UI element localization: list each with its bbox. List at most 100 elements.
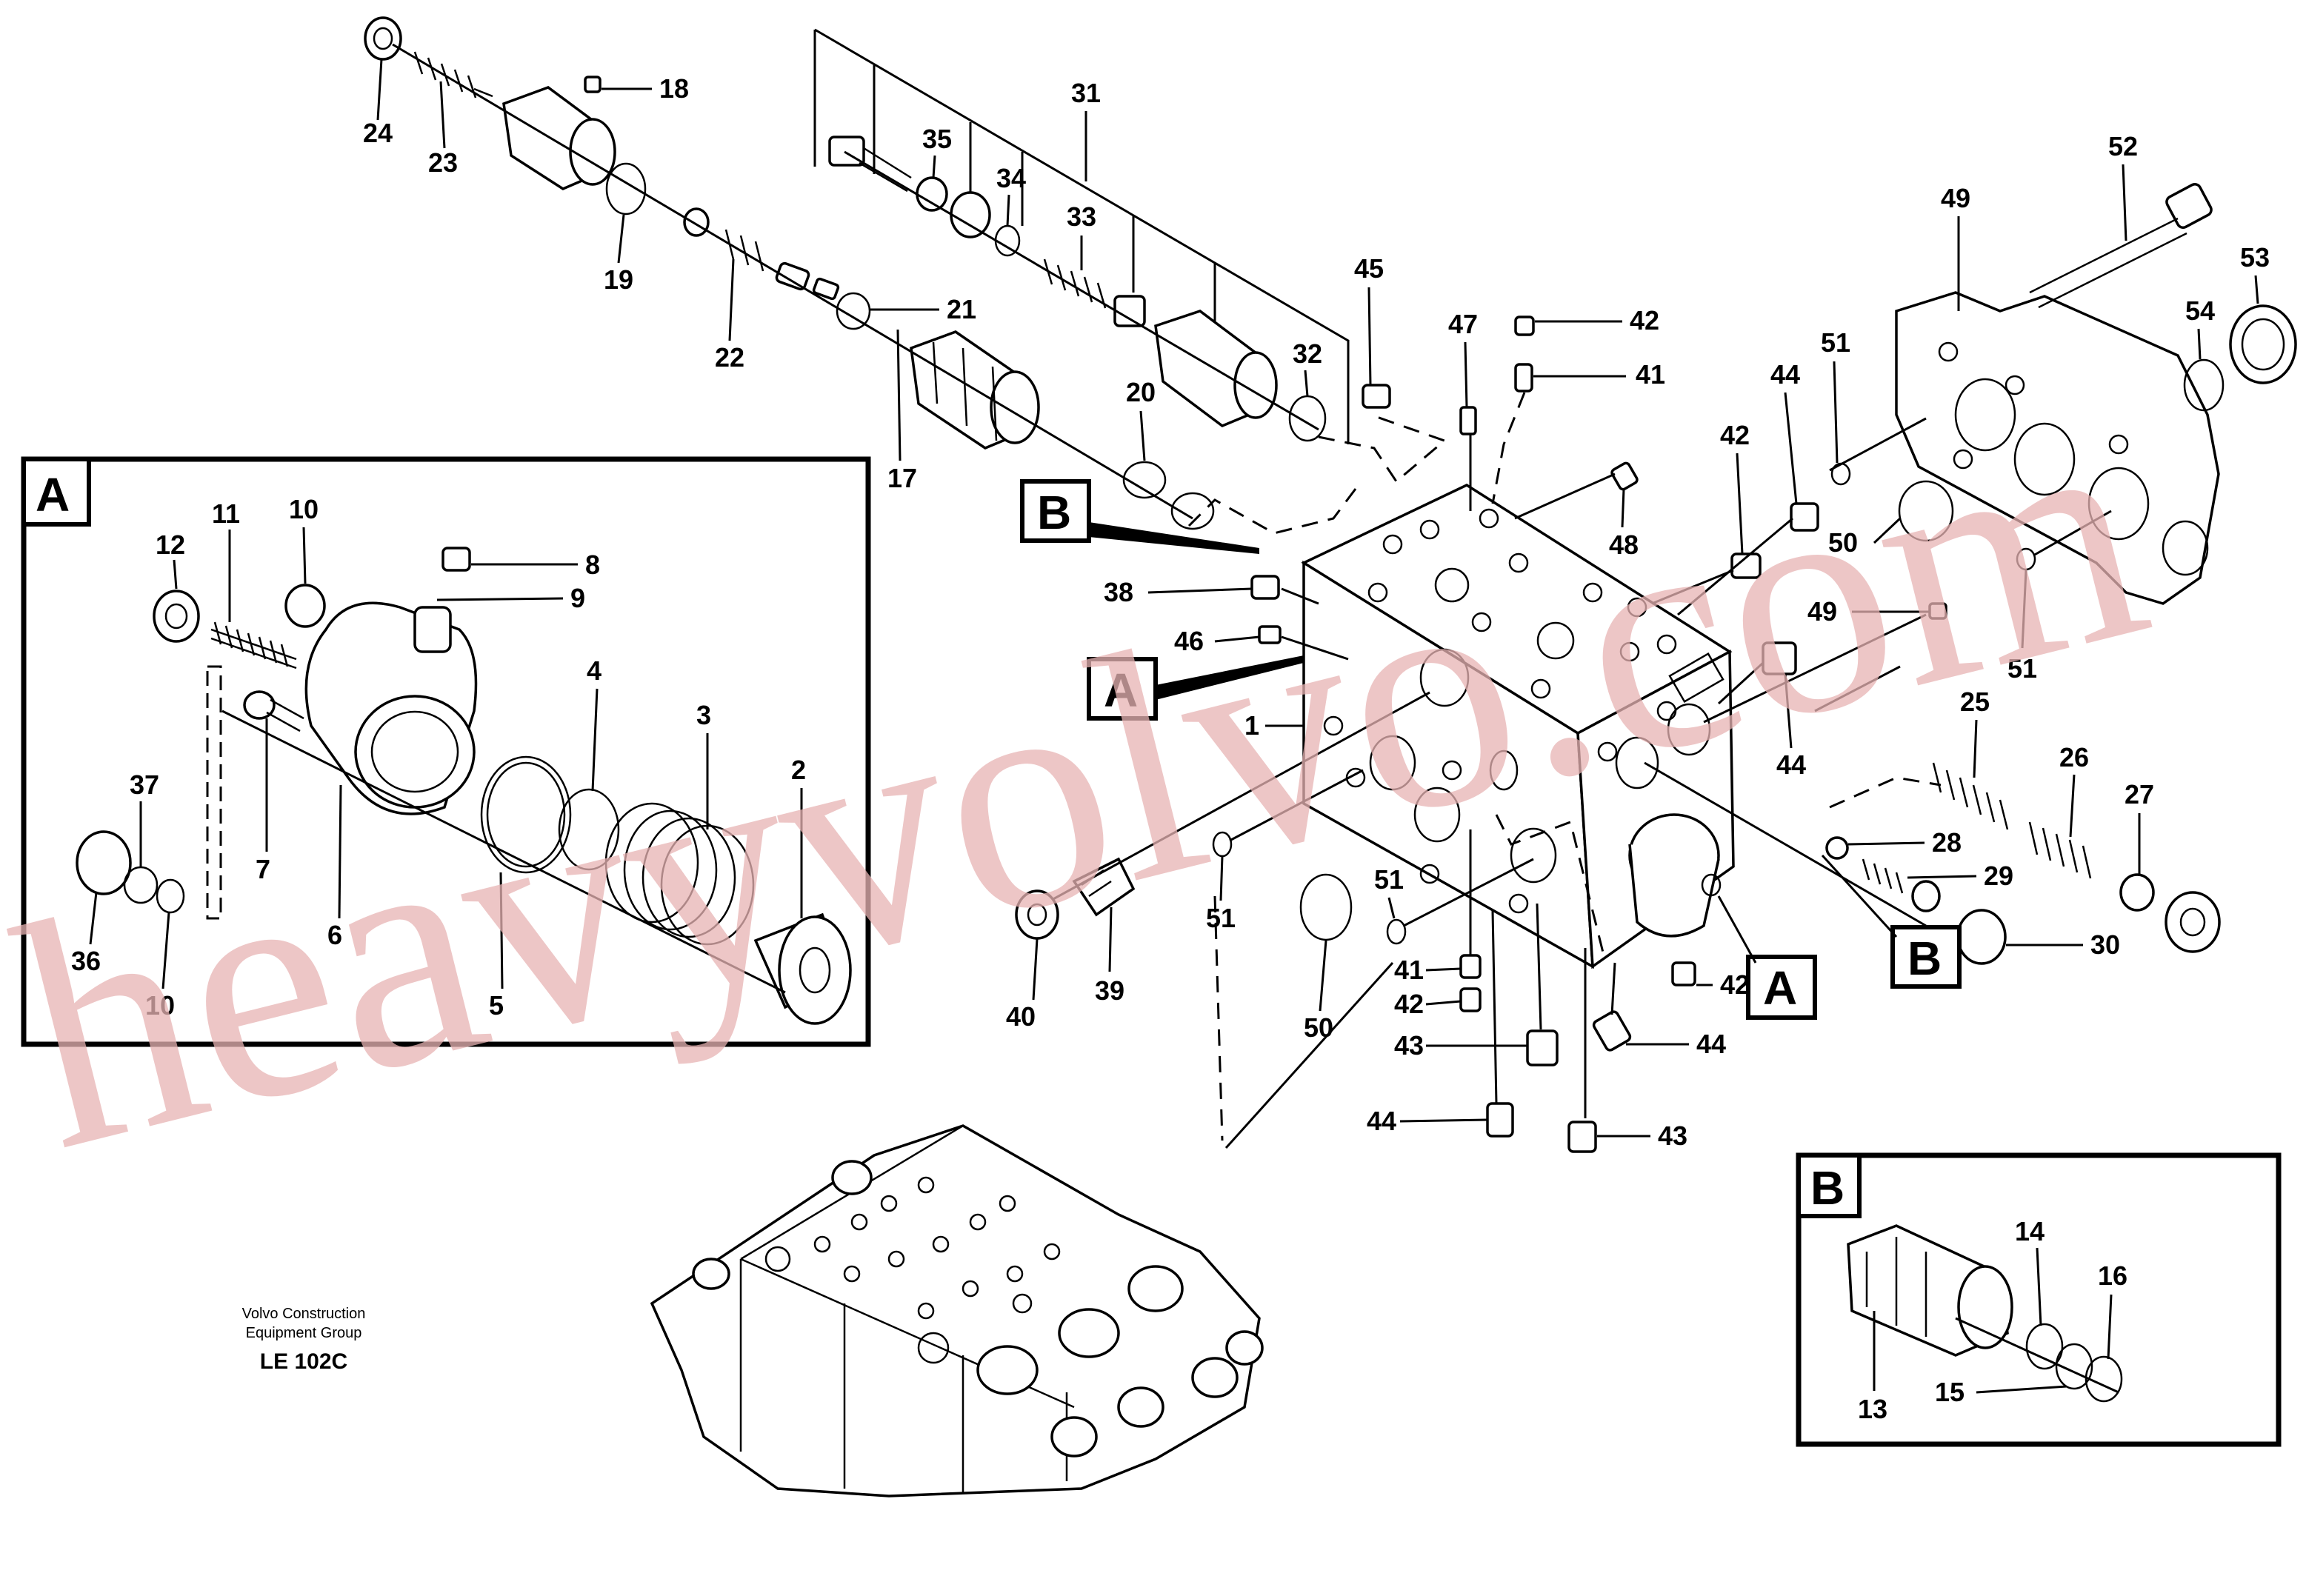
part-32-cartridge xyxy=(1154,310,1278,427)
leader-lines xyxy=(1051,392,2112,1149)
part-15-ring xyxy=(2055,1343,2093,1390)
part-8-plug xyxy=(441,547,471,572)
callout-2: 2 xyxy=(791,755,806,785)
detail-a-axis xyxy=(221,709,786,994)
callout-22: 22 xyxy=(715,342,744,373)
callout-53: 53 xyxy=(2240,242,2270,273)
callout-42-right-low: 42 xyxy=(1720,969,1750,1000)
part-19-oring xyxy=(605,162,647,216)
part-5-oring xyxy=(480,755,572,874)
part-18-screw xyxy=(584,76,602,93)
part-38-plug xyxy=(1250,575,1280,600)
callout-3: 3 xyxy=(696,700,711,730)
part-37-ring xyxy=(123,866,159,904)
part-11-spring xyxy=(210,621,297,670)
part-43-plug-a xyxy=(1526,1029,1559,1066)
callout-19: 19 xyxy=(604,264,633,295)
part-51-oring-b xyxy=(2016,547,2036,571)
part-12-nut xyxy=(153,590,200,643)
callout-26: 26 xyxy=(2059,742,2089,772)
callout-51-mid: 51 xyxy=(1374,864,1404,895)
callout-7: 7 xyxy=(256,854,270,884)
marker-b-top: B xyxy=(1037,486,1071,539)
callout-49-top: 49 xyxy=(1941,183,1970,213)
assembly-overview xyxy=(650,1124,1264,1497)
hatch-bar xyxy=(206,665,222,920)
callout-45: 45 xyxy=(1354,253,1384,284)
callout-21: 21 xyxy=(947,294,976,324)
part-20-oring xyxy=(1122,461,1167,499)
part-29-spring xyxy=(1862,858,1904,894)
part-36-plug xyxy=(76,830,132,895)
callout-43-a: 43 xyxy=(1394,1030,1424,1061)
callout-15: 15 xyxy=(1935,1377,1965,1407)
part-27-plug xyxy=(2165,891,2221,953)
callout-29: 29 xyxy=(1984,861,2013,891)
callout-42-top: 42 xyxy=(1630,305,1659,335)
part-17-cartridge xyxy=(910,330,1040,450)
part-44-plug-top xyxy=(1790,502,1819,532)
callout-48: 48 xyxy=(1609,530,1639,560)
part-32-oring xyxy=(1288,395,1327,442)
part-40-plug xyxy=(1015,889,1059,940)
detail-a-view: A xyxy=(21,456,871,1047)
callout-4: 4 xyxy=(587,655,602,686)
callout-41-top: 41 xyxy=(1636,359,1665,390)
part-54-oring xyxy=(2183,358,2225,412)
callout-49-right: 49 xyxy=(1807,596,1837,627)
callout-39: 39 xyxy=(1095,975,1124,1006)
callout-11: 11 xyxy=(212,498,240,529)
callout-14: 14 xyxy=(2015,1216,2045,1246)
callout-51-right: 51 xyxy=(2007,653,2037,684)
callout-50-top: 50 xyxy=(1828,527,1858,558)
callout-41-low: 41 xyxy=(1394,955,1424,985)
callout-28: 28 xyxy=(1932,827,1962,858)
callout-30: 30 xyxy=(2090,929,2120,960)
part-48-plug xyxy=(1610,461,1639,491)
part-44-plug-right xyxy=(1762,641,1797,675)
callout-10-bottom: 10 xyxy=(145,990,175,1021)
detail-a-tag-box xyxy=(21,457,91,527)
detail-b-view: B 14 16 13 15 xyxy=(1796,1152,2282,1447)
part-42-plug-mid xyxy=(1730,552,1762,579)
part-35-washer xyxy=(916,176,948,212)
upper-axis xyxy=(392,43,1193,520)
callout-17: 17 xyxy=(887,463,917,493)
small-plugs xyxy=(1015,315,1947,1153)
callout-42-low: 42 xyxy=(1394,989,1424,1019)
part-16-ring xyxy=(2085,1355,2123,1403)
part-46-plug xyxy=(1258,625,1282,644)
part-42-plug-top xyxy=(1514,315,1535,336)
watermark-text: heavyvolvo.com xyxy=(0,344,2174,1218)
part-51-oring-d xyxy=(1386,918,1407,945)
callout-23: 23 xyxy=(428,147,458,178)
main-callouts: 24 23 18 19 22 21 17 31 35 34 33 32 20 4… xyxy=(363,59,2270,1151)
callout-20: 20 xyxy=(1126,377,1156,407)
callout-16: 16 xyxy=(2098,1261,2127,1291)
group-31-bracket xyxy=(814,28,1350,444)
callout-5: 5 xyxy=(489,990,504,1021)
part-7-bolt xyxy=(243,690,304,732)
part-26-spring xyxy=(2028,821,2092,879)
caption-drawing-code: LE 102C xyxy=(260,1349,347,1374)
callout-47: 47 xyxy=(1448,309,1478,339)
callout-40: 40 xyxy=(1006,1001,1036,1032)
part-33-spring xyxy=(1043,258,1107,309)
part-18-body xyxy=(502,86,616,190)
part-27-washer xyxy=(2119,873,2155,912)
marker-a-left: A xyxy=(1104,664,1138,717)
callout-54: 54 xyxy=(2185,296,2215,326)
part-45-plug xyxy=(1362,384,1391,409)
part-14-ring xyxy=(2025,1323,2064,1370)
callout-25: 25 xyxy=(1960,687,1990,717)
detail-b-tag: B xyxy=(1810,1161,1845,1215)
block-plug-cap xyxy=(1628,813,1722,938)
part-52-bolt xyxy=(2029,183,2213,309)
part-43-plug-b xyxy=(1567,1121,1597,1153)
section-markers: B A A B xyxy=(1020,479,1962,1020)
detail-a-tag: A xyxy=(36,468,70,521)
block-top-holes xyxy=(1367,508,1677,699)
drawing-caption: Volvo Construction Equipment Group LE 10… xyxy=(242,1306,366,1374)
callout-32: 32 xyxy=(1293,338,1322,369)
right-spring-parts xyxy=(1644,761,2221,965)
